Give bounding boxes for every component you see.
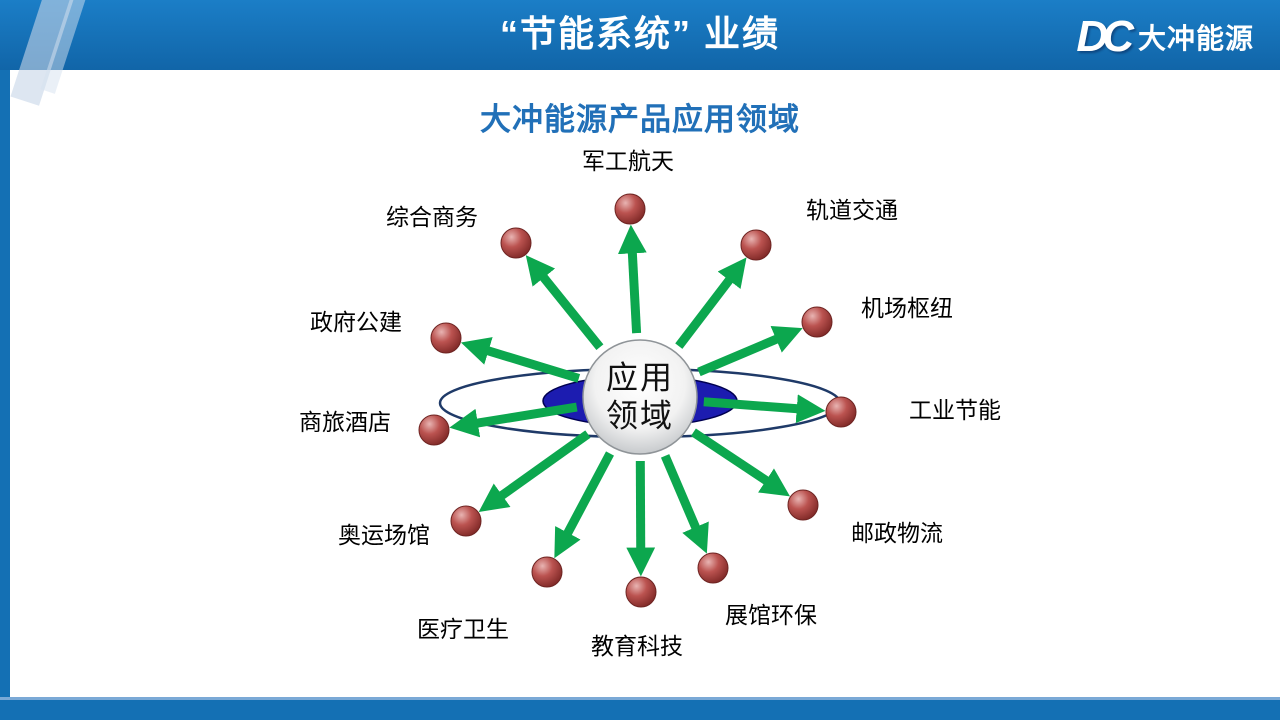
node-label-11: 综合商务 <box>386 205 478 231</box>
logo-company-name: 大冲能源 <box>1137 23 1254 54</box>
node-label-9: 商旅酒店 <box>299 410 391 436</box>
node-label-10: 政府公建 <box>310 310 402 336</box>
logo-dc-mark: DC <box>1076 12 1134 61</box>
radial-arrow-5 <box>660 454 709 554</box>
node-sphere-9 <box>418 414 450 446</box>
radial-arrow-9 <box>449 402 578 438</box>
node-sphere-7 <box>531 556 563 588</box>
node-sphere-8 <box>450 505 482 537</box>
node-label-3: 工业节能 <box>909 398 1001 424</box>
radial-arrow-10 <box>460 337 581 383</box>
node-label-0: 军工航天 <box>582 149 674 175</box>
node-label-5: 展馆环保 <box>725 603 817 629</box>
node-sphere-4 <box>787 489 819 521</box>
node-label-7: 医疗卫生 <box>417 617 509 643</box>
node-sphere-5 <box>697 552 729 584</box>
radial-arrow-8 <box>478 430 591 512</box>
center-sphere <box>582 339 698 455</box>
radial-arrow-6 <box>626 460 656 577</box>
node-sphere-10 <box>430 322 462 354</box>
radial-arrow-7 <box>554 451 614 559</box>
company-logo: DC 大冲能源 <box>1076 12 1254 62</box>
radial-arrow-1 <box>675 257 747 349</box>
header-bar: “节能系统” 业绩 <box>0 0 1280 70</box>
footer-stripe <box>0 697 1280 700</box>
node-label-2: 机场枢纽 <box>861 296 953 322</box>
radial-arrow-2 <box>697 326 803 377</box>
slide-title: 大冲能源产品应用领域 <box>480 102 800 137</box>
header-title: “节能系统” 业绩 <box>499 13 780 54</box>
radial-arrow-0 <box>617 224 647 334</box>
node-label-6: 教育科技 <box>591 634 683 660</box>
node-sphere-2 <box>801 306 833 338</box>
center-label-line1: 应用 <box>606 359 674 397</box>
radial-arrow-4 <box>690 428 791 497</box>
center-label-line2: 领域 <box>606 397 674 435</box>
footer-bar <box>0 700 1280 720</box>
node-label-1: 轨道交通 <box>806 198 898 224</box>
node-sphere-3 <box>825 396 857 428</box>
node-sphere-1 <box>740 229 772 261</box>
left-accent-strip <box>0 0 10 720</box>
node-sphere-11 <box>500 227 532 259</box>
node-sphere-6 <box>625 576 657 608</box>
radial-arrow-11 <box>525 255 604 351</box>
radial-arrow-3 <box>703 394 826 424</box>
node-sphere-0 <box>614 193 646 225</box>
node-label-4: 邮政物流 <box>851 521 943 547</box>
node-label-8: 奥运场馆 <box>338 523 430 549</box>
